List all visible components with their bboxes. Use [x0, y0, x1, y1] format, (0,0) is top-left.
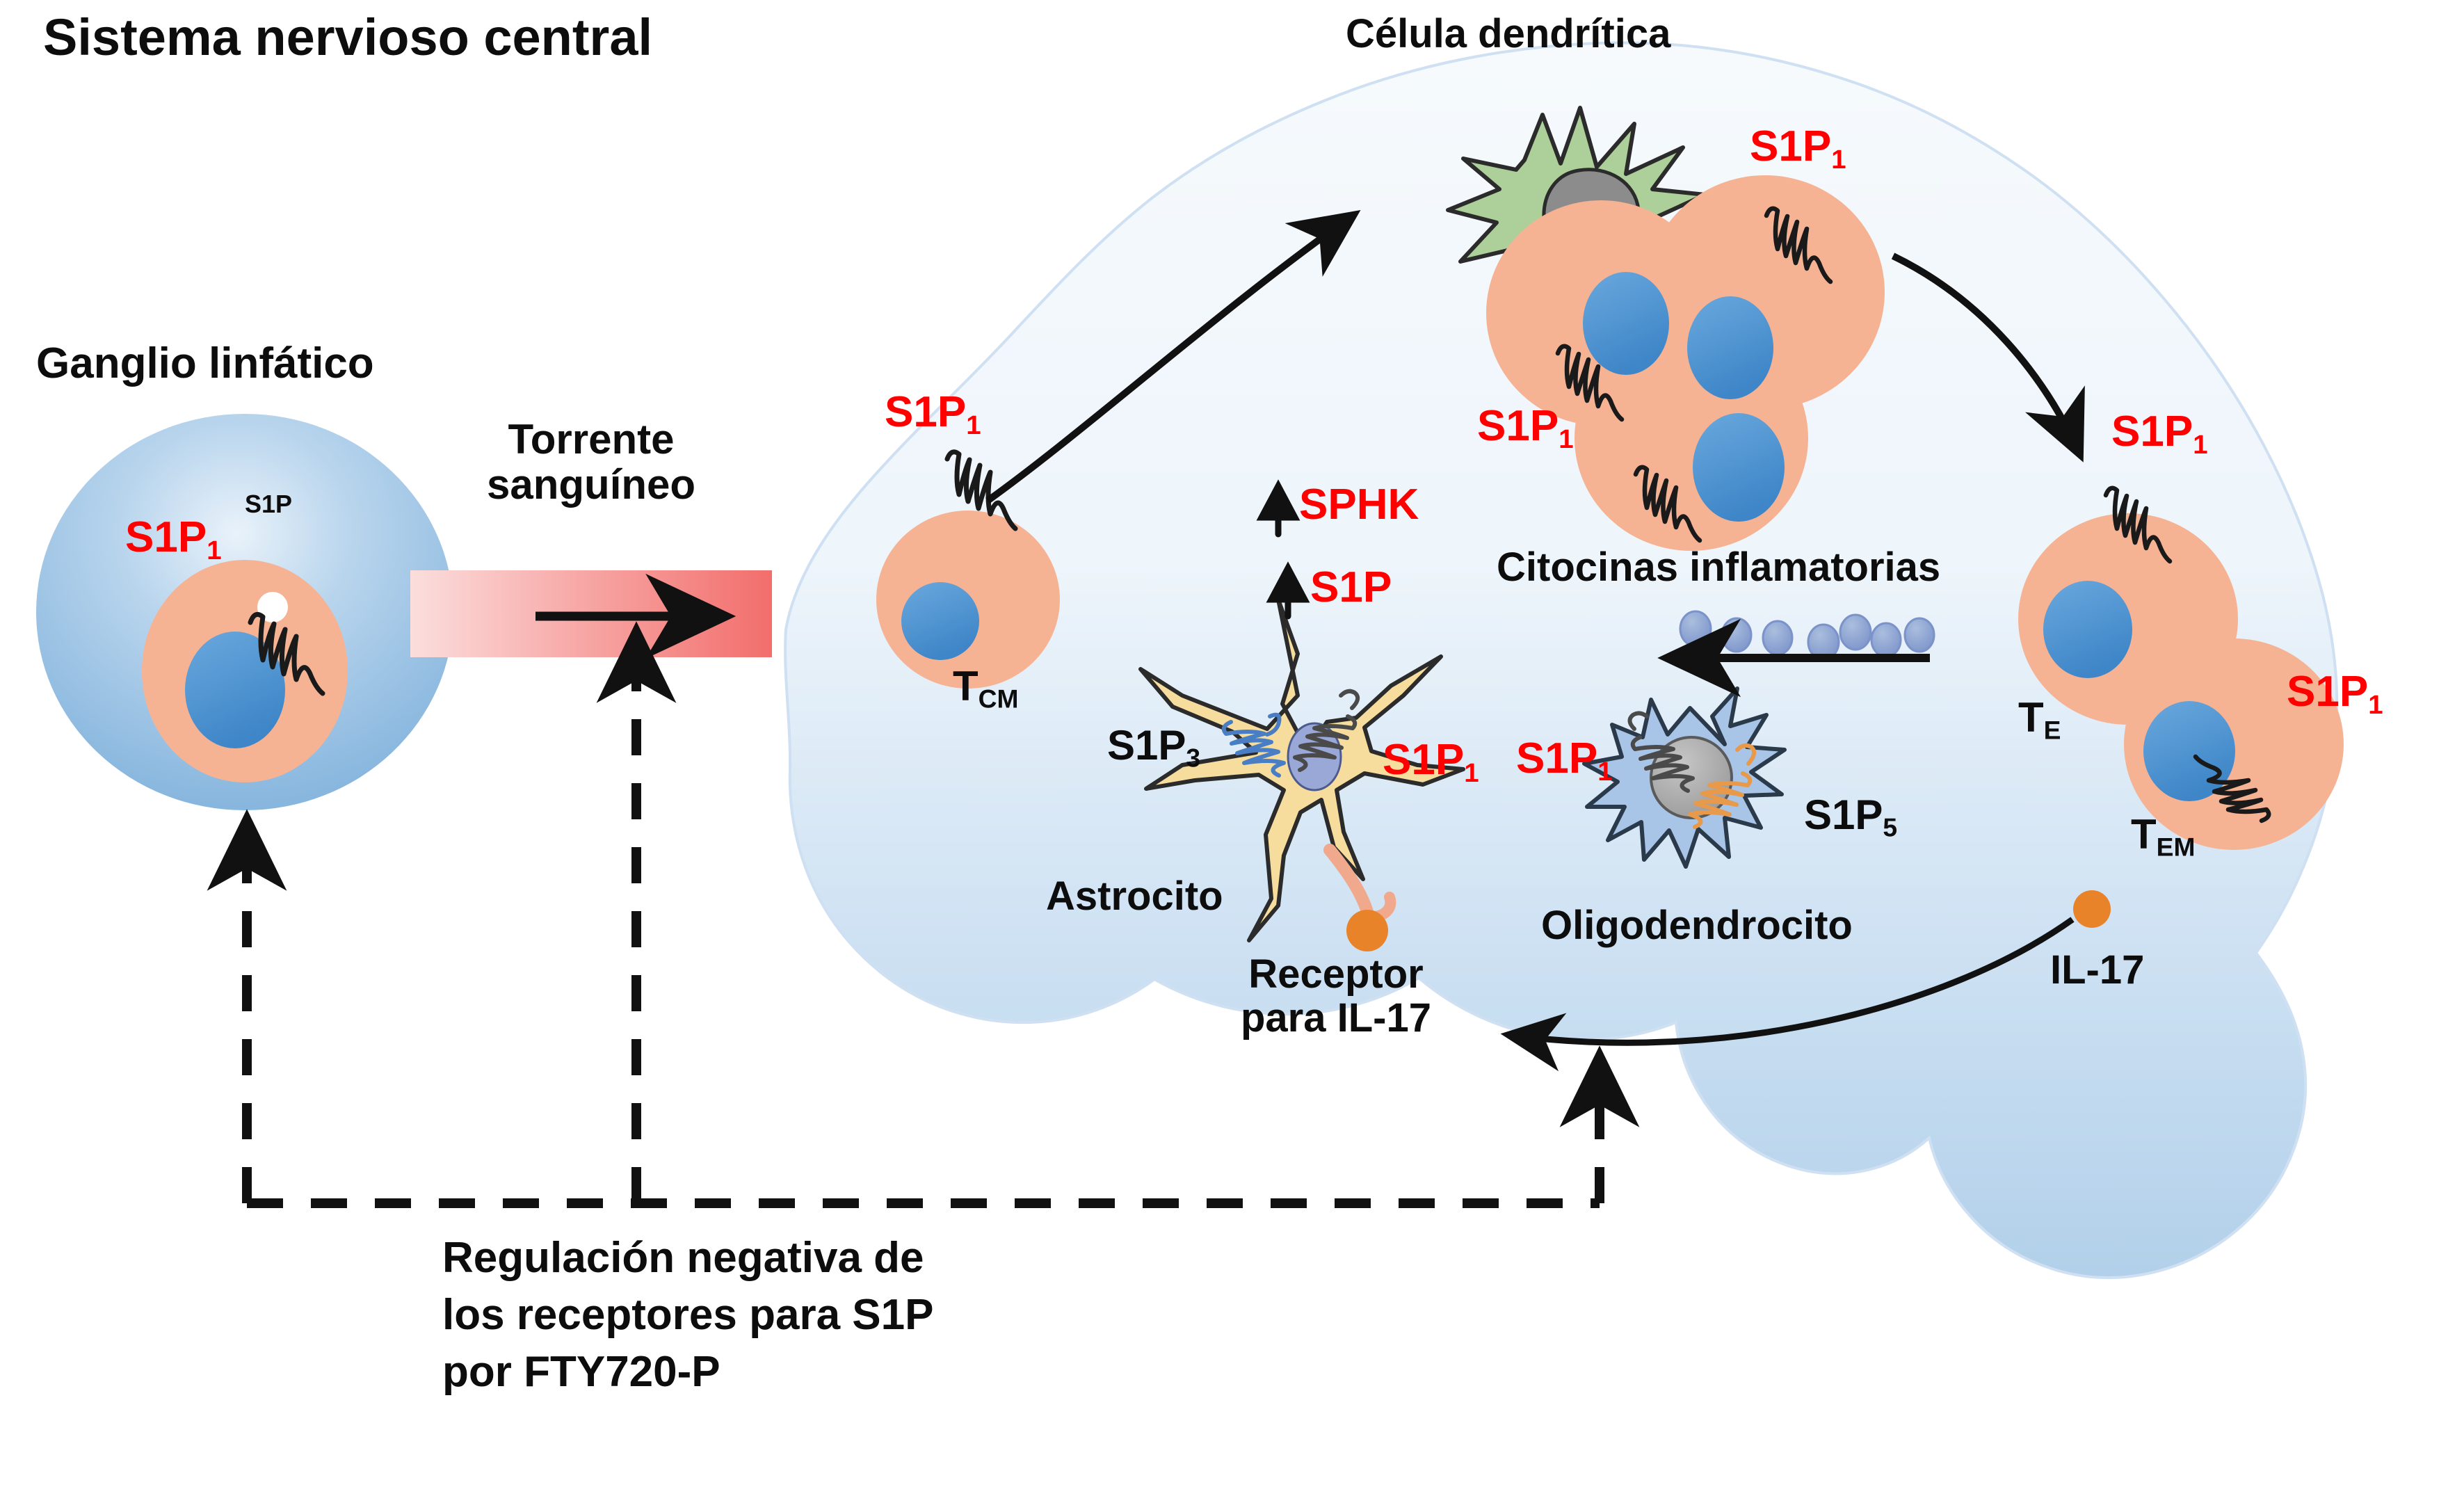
s1p1-receptor-squiggle-lymphnode — [248, 611, 325, 696]
activated-tcell-cluster — [1486, 175, 1885, 551]
s1p1-receptor-squiggle-te — [2103, 485, 2173, 564]
s1p1-receptor-squiggle-astrocyte — [1293, 689, 1360, 772]
downregulation-caption: Regulación negativa de los receptores pa… — [442, 1230, 933, 1400]
s1p1-label-tcluster: S1P1 — [1477, 402, 1574, 454]
tem-label: TEM — [2131, 811, 2196, 862]
il17-receptor-line2: para IL-17 — [1241, 995, 1431, 1040]
s1p1-receptor-squiggle-tcm — [944, 449, 1018, 531]
s1p1-label-lymphnode: S1P1 — [125, 513, 222, 565]
s1p1-label-te: S1P1 — [2111, 408, 2208, 460]
s1p3-receptor-squiggle-astrocyte — [1221, 712, 1286, 778]
il17-dot — [2073, 890, 2111, 928]
s1p1-label-oligodendrocyte: S1P1 — [1516, 734, 1613, 787]
il17-receptor-on-astrocyte — [1323, 844, 1396, 951]
s1p1-label-tem: S1P1 — [2287, 668, 2383, 720]
upregulated-s1p-label: S1P — [1310, 563, 1392, 611]
arrow-il17-to-receptor — [1500, 917, 2075, 1072]
tcm-cell — [876, 511, 1060, 689]
bloodstream-label: Torrente sanguíneo — [487, 417, 695, 508]
s1p-ligand-dot — [257, 592, 288, 622]
bloodstream-label-line1: Torrente — [508, 416, 675, 463]
s1p1-label-dendritic-top: S1P1 — [1750, 122, 1846, 175]
downregulation-line2: los receptores para S1P — [442, 1290, 934, 1339]
s1p1-receptor-squiggle-tcluster-top — [1764, 206, 1833, 284]
upregulated-sphk: SPHK — [1299, 481, 1419, 529]
s1p1-label-astrocyte: S1P1 — [1383, 736, 1479, 788]
tcm-label: TCM — [953, 663, 1019, 714]
lymph-node-tcell — [142, 560, 348, 782]
s1p1-receptor-squiggle-tcluster-left — [1555, 344, 1625, 422]
s1p1-receptor-squiggle-tem — [2193, 754, 2271, 823]
dendritic-cell-label: Célula dendrítica — [1346, 11, 1671, 56]
s1p3-label-astrocyte: S1P3 — [1107, 722, 1201, 773]
upregulation-arrows — [1256, 479, 1310, 620]
cytokines-label: Citocinas inflamatorias — [1497, 545, 1941, 590]
astrocyte-label: Astrocito — [1046, 874, 1223, 919]
s1p5-label-oligodendrocyte: S1P5 — [1804, 791, 1898, 842]
s1p1-receptor-squiggle-tcluster-bottom — [1633, 465, 1702, 543]
s1p5-receptor-squiggle-oligodendrocyte — [1688, 743, 1757, 829]
lymph-node-title: Ganglio linfático — [36, 339, 374, 387]
te-label: TE — [2018, 694, 2061, 745]
downregulation-line3: por FTY720-P — [442, 1347, 720, 1396]
upregulated-sphk-label: SPHK — [1299, 481, 1419, 529]
bloodstream-label-line2: sanguíneo — [487, 460, 696, 508]
il17-receptor-label: Receptor para IL-17 — [1241, 951, 1431, 1040]
tem-cell — [2124, 638, 2344, 850]
arrow-tcm-to-dendritic — [985, 209, 1361, 504]
arrow-tcluster-to-te — [1891, 252, 2085, 463]
upregulated-s1p: S1P — [1310, 563, 1392, 611]
s1p1-receptor-squiggle-oligodendrocyte — [1627, 711, 1695, 793]
il17-receptor-line1: Receptor — [1248, 951, 1424, 997]
page-title: Sistema nervioso central — [43, 8, 653, 66]
downregulation-line1: Regulación negativa de — [442, 1234, 924, 1282]
s1p-ligand-label: S1P — [245, 490, 293, 518]
oligodendrocyte-label: Oligodendrocito — [1541, 903, 1853, 948]
il17-label: IL-17 — [2050, 947, 2145, 992]
fty720p-feedback-arrowheads — [207, 621, 1640, 1127]
s1p1-label-tcm: S1P1 — [885, 388, 981, 440]
